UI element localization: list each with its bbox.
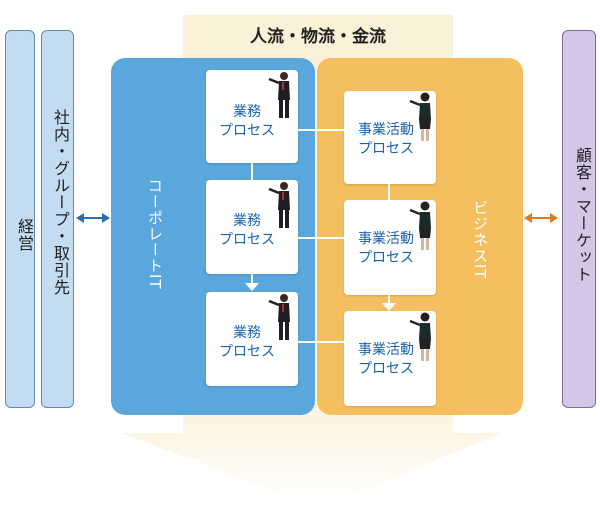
left-double-arrow-icon <box>76 213 110 223</box>
business-it-label: ビジネスIT <box>471 200 489 280</box>
customer-pillar: 顧客・マーケット <box>562 30 596 408</box>
management-pillar: 経営 <box>5 30 35 408</box>
group-pillar: 社内・グループ・取引先 <box>41 30 74 408</box>
corporate-it-label: コーポレートIT <box>146 178 164 290</box>
corporate-process-text-3: 業務プロセス <box>219 325 275 360</box>
business-process-text-2: 事業活動プロセス <box>358 231 414 266</box>
corporate-process-text-2: 業務プロセス <box>219 213 275 248</box>
corporate-process-text-1: 業務プロセス <box>219 104 275 139</box>
male-presenter-icon <box>268 182 290 228</box>
management-label: 経営 <box>15 218 34 252</box>
female-presenter-icon <box>409 312 431 361</box>
male-presenter-icon <box>268 72 290 118</box>
male-presenter-icon <box>268 294 290 340</box>
right-double-arrow-icon <box>524 213 558 223</box>
flow-title: 人流・物流・金流 <box>250 27 386 47</box>
female-presenter-icon <box>409 201 431 250</box>
business-process-text-3: 事業活動プロセス <box>358 342 414 377</box>
customer-label: 顧客・マーケット <box>573 147 592 283</box>
female-presenter-icon <box>409 92 431 141</box>
group-label: 社内・グループ・取引先 <box>51 109 70 296</box>
business-process-text-1: 事業活動プロセス <box>358 122 414 157</box>
